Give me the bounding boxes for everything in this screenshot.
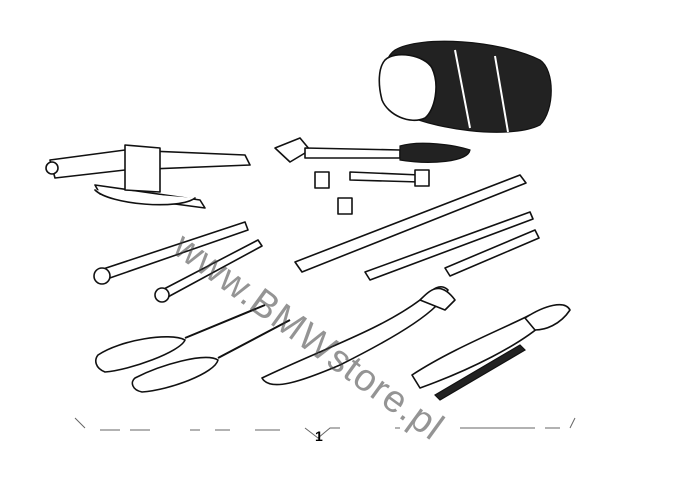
wrenches <box>93 221 263 303</box>
tool-roll-bag <box>378 40 552 133</box>
ratchet-handle <box>274 137 471 163</box>
callout-number: 1 <box>315 428 323 444</box>
sockets-and-extension <box>314 169 430 215</box>
screwdrivers <box>95 304 291 393</box>
tube-wrenches <box>294 174 540 281</box>
scissor-jack <box>45 144 251 209</box>
water-pump-pliers <box>261 285 456 386</box>
combination-pliers <box>411 303 571 401</box>
